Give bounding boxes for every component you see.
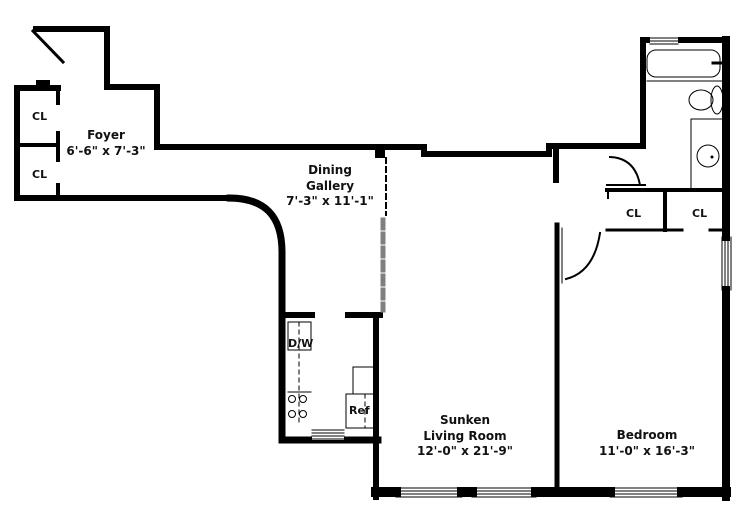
room-name: Foyer bbox=[87, 128, 125, 142]
room-dims: 6'-6" x 7'-3" bbox=[66, 143, 146, 158]
bathtub bbox=[646, 49, 721, 78]
room-label-foyer: Foyer 6'-6" x 7'-3" bbox=[66, 128, 146, 159]
room-name: Bedroom bbox=[616, 428, 678, 442]
closet-label-foyer-upper: CL bbox=[32, 110, 48, 123]
room-label-bedroom: Bedroom 11'-0" x 16'-3" bbox=[592, 428, 702, 459]
dishwasher-label: D/W bbox=[288, 337, 314, 350]
bathroom-door-swing bbox=[608, 155, 642, 187]
foyer-walls bbox=[14, 26, 388, 201]
closet-label-hall-right: CL bbox=[692, 207, 708, 220]
entry-door bbox=[30, 28, 66, 65]
room-label-dining-gallery: Dining Gallery 7'-3" x 11'-1" bbox=[280, 163, 380, 210]
bottom-windows bbox=[395, 487, 683, 498]
room-dims: 11'-0" x 16'-3" bbox=[598, 443, 695, 458]
room-dims: 7'-3" x 11'-1" bbox=[286, 194, 374, 209]
sink bbox=[696, 144, 720, 168]
refrigerator-label: Ref bbox=[349, 404, 370, 417]
room-name: Sunken bbox=[439, 413, 491, 427]
closet-label-hall-left: CL bbox=[626, 207, 642, 220]
room-label-living-room: Sunken Living Room 12'-0" x 21'-9" bbox=[410, 413, 520, 460]
room-name: Living Room bbox=[423, 428, 507, 443]
room-name: Dining bbox=[308, 163, 352, 177]
kitchen-window bbox=[311, 429, 345, 440]
room-dims: 12'-0" x 21'-9" bbox=[416, 444, 513, 459]
gallery-curved-wall bbox=[226, 194, 382, 444]
closet-label-foyer-lower: CL bbox=[32, 168, 48, 181]
room-name: Gallery bbox=[305, 178, 355, 193]
toilet bbox=[688, 89, 714, 111]
stove-burner bbox=[288, 395, 296, 403]
bedroom-door-swing bbox=[564, 231, 602, 281]
